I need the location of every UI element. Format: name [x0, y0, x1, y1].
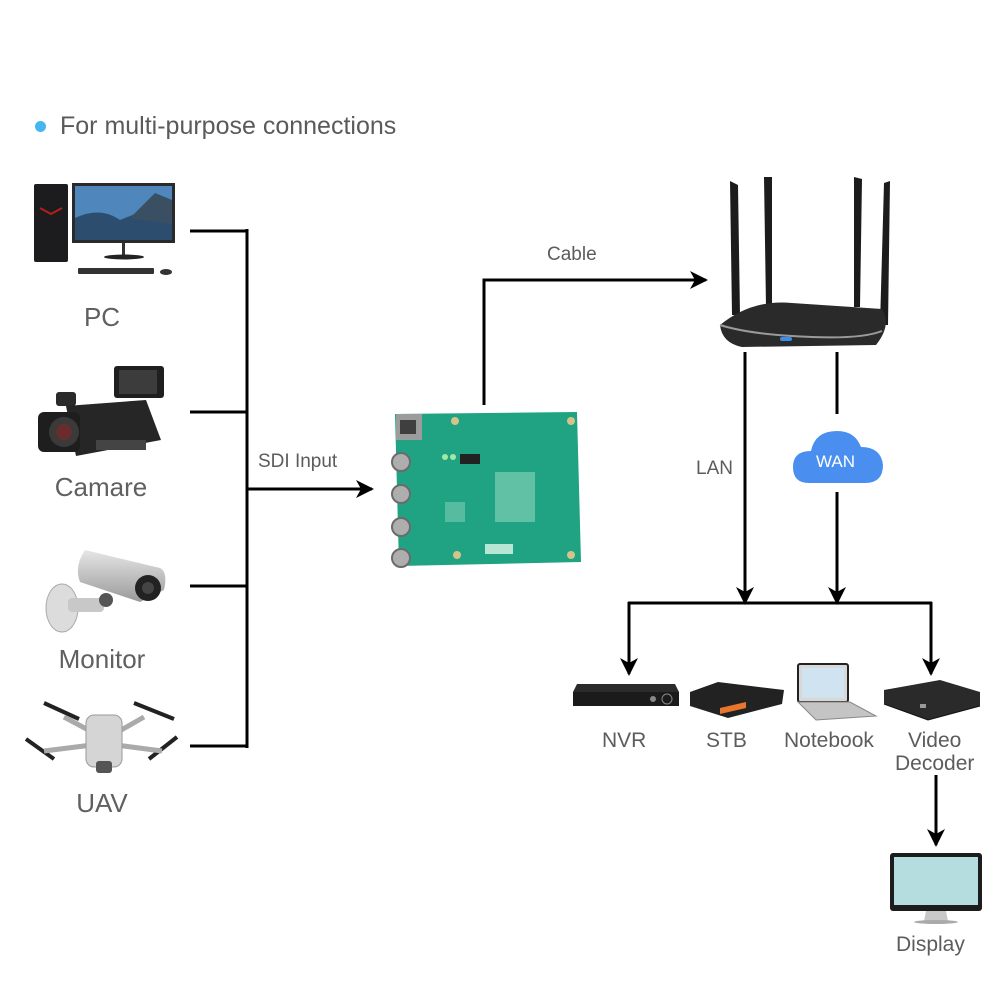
- laptop-icon: [796, 663, 878, 721]
- output-label-stb: STB: [706, 729, 747, 752]
- display-monitor-icon: [890, 853, 982, 924]
- nvr-icon: [573, 684, 679, 706]
- source-label-pc: PC: [83, 302, 121, 332]
- section-heading: For multi-purpose connections: [35, 112, 396, 141]
- output-label-notebook: Notebook: [784, 729, 874, 752]
- set-top-box-icon: [690, 682, 784, 718]
- cable-arrow: [482, 271, 708, 405]
- output-label-video-decoder-line2: Decoder: [895, 752, 975, 775]
- display-label: Display: [896, 933, 965, 956]
- sdi-input-label: SDI Input: [258, 451, 338, 472]
- cable-label: Cable: [547, 244, 597, 265]
- bullet-icon: [35, 121, 46, 132]
- source-label-camera: Camare: [54, 472, 148, 502]
- video-camcorder-icon: [38, 366, 164, 456]
- cloud-icon: [793, 431, 883, 483]
- source-bus: [190, 229, 249, 748]
- heading-text: For multi-purpose connections: [60, 112, 397, 140]
- wireless-router-icon: [719, 177, 890, 347]
- output-label-video-decoder: Video Decoder: [895, 729, 974, 775]
- video-decoder-icon: [883, 680, 981, 721]
- wan-label: WAN: [816, 452, 856, 471]
- desktop-pc-icon: [34, 183, 175, 275]
- sdi-encoder-board-icon: [391, 412, 581, 568]
- drone-icon: [24, 701, 179, 773]
- source-label-uav: UAV: [76, 788, 128, 818]
- lan-label: LAN: [696, 458, 733, 479]
- surveillance-camera-icon: [45, 550, 166, 633]
- source-label-monitor: Monitor: [58, 644, 146, 674]
- output-label-nvr: NVR: [602, 729, 647, 752]
- output-label-video-decoder-line1: Video: [908, 729, 962, 752]
